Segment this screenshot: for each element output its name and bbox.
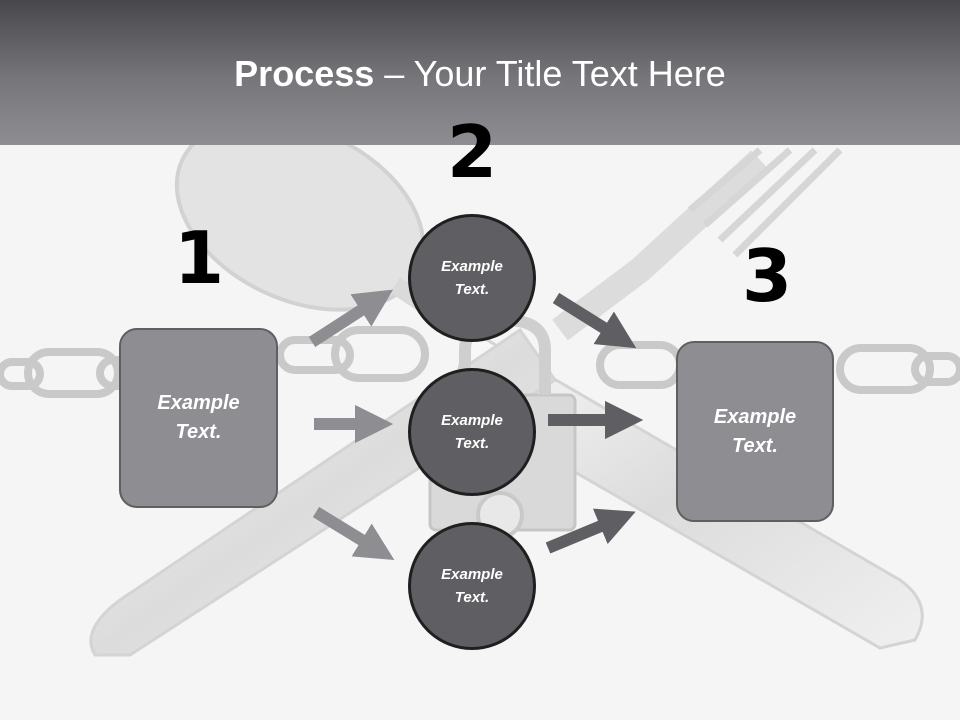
- arrow-left-to-bottom: [312, 506, 395, 561]
- title-rest: – Your Title Text Here: [374, 53, 726, 94]
- right-box-line2: Text.: [732, 434, 778, 457]
- circle-middle-line2: Text.: [454, 435, 490, 452]
- right-box-line1: Example: [713, 405, 797, 428]
- left-box-line1: Example: [157, 392, 240, 414]
- circle-top-line2: Text.: [454, 281, 490, 298]
- step-number-2: 2: [446, 110, 498, 194]
- slide-title: Process – Your Title Text Here: [0, 52, 960, 96]
- circle-top-line1: Example: [441, 258, 503, 275]
- arrow-bottom-to-right: [545, 508, 636, 554]
- step-number-3: 3: [741, 234, 793, 318]
- left-box-line2: Text.: [175, 421, 222, 443]
- circle-bottom-line2: Text.: [454, 589, 490, 606]
- circle-bottom-line1: Example: [441, 566, 503, 583]
- step-number-1: 1: [173, 216, 225, 300]
- arrow-left-to-top: [308, 289, 394, 348]
- title-bar: [0, 0, 960, 145]
- title-strong: Process: [234, 53, 375, 94]
- arrow-top-to-right: [552, 292, 637, 349]
- circle-middle-line1: Example: [441, 412, 503, 429]
